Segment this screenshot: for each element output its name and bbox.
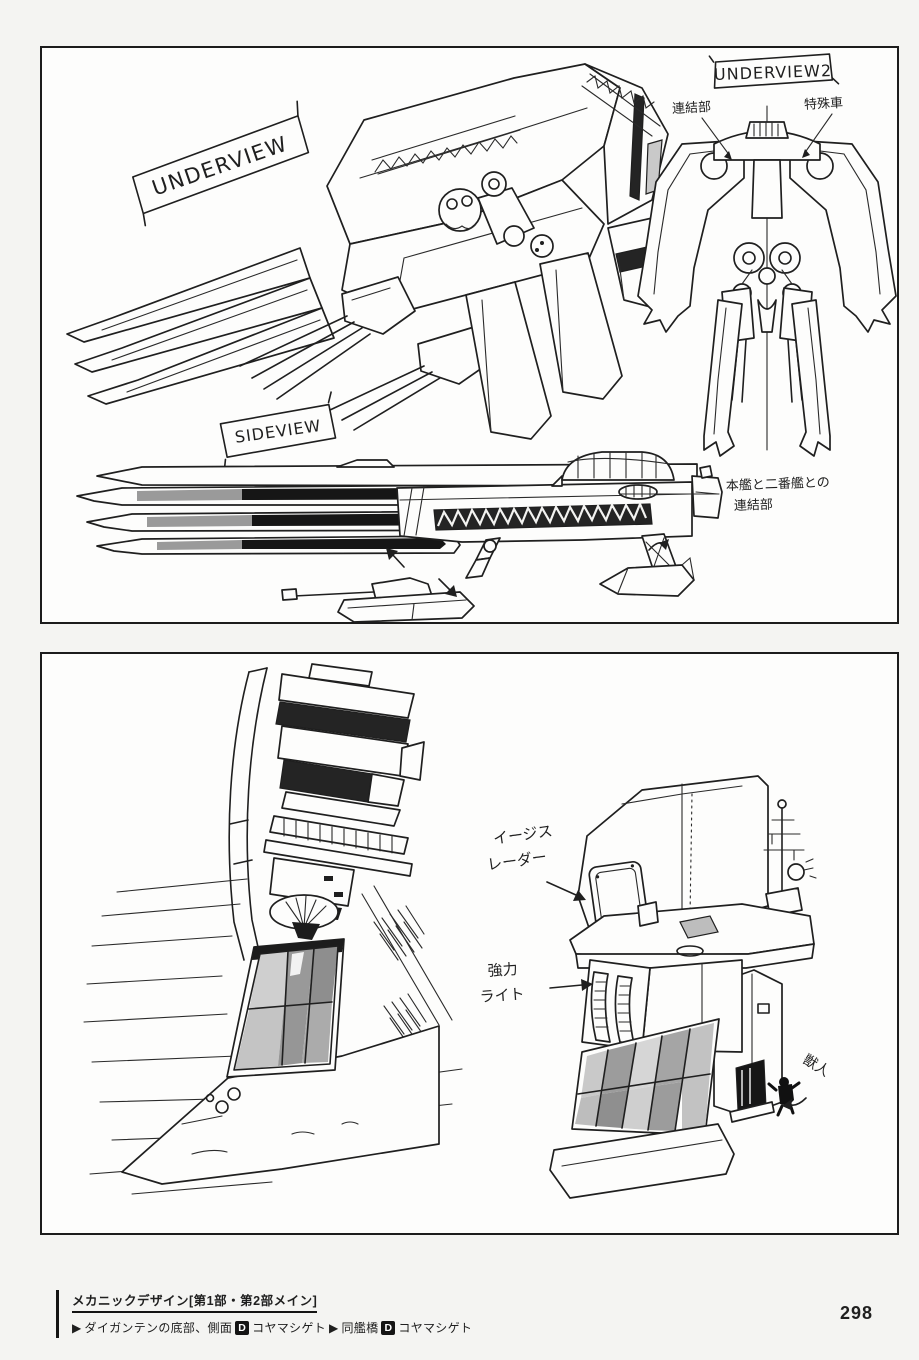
connector-right-annotation: 特殊車	[804, 96, 844, 113]
arrow-icon	[782, 1097, 807, 1110]
underview2-drawing	[637, 105, 897, 457]
credit-designer: コヤマシゲト	[252, 1321, 326, 1335]
connector-left-annotation: 連結部	[672, 100, 712, 117]
arrow-icon	[386, 548, 405, 568]
arrow-icon	[648, 539, 669, 551]
credit-subject: 同艦橋	[341, 1321, 379, 1335]
ship-link-annotation-line2: 連結部	[734, 498, 774, 514]
leader-line	[701, 117, 731, 157]
page-number: 298	[840, 1303, 874, 1323]
credit-marker: ▶	[72, 1320, 82, 1335]
designer-icon: D	[235, 1320, 250, 1335]
underview-drawing	[66, 63, 687, 440]
caption-credits: ▶ ダイガンテンの底部、側面 D コヤマシゲト ▶ 同艦橋 D コヤマシゲト	[72, 1319, 472, 1336]
ship-link-annotation-line1: 本艦と二番艦との	[726, 475, 830, 494]
arrow-icon	[438, 578, 457, 597]
arrow-icon	[546, 881, 586, 901]
panel-top: UNDERVIEW	[40, 46, 899, 624]
credit-marker: ▶	[328, 1320, 339, 1335]
light-annotation-line1: 強力	[487, 960, 518, 980]
caption-title: メカニックデザイン[第1部・第2部メイン]	[72, 1290, 318, 1313]
bridge-closeup-drawing	[83, 663, 463, 1195]
arrow-icon	[724, 151, 732, 160]
panel-bottom: 獣人 イージス レーダー 強力 ライト	[40, 652, 899, 1235]
panel-top-art: UNDERVIEW	[66, 53, 897, 622]
bridge-tower-drawing: 獣人	[549, 775, 832, 1199]
panel-bottom-art: 獣人 イージス レーダー 強力 ライト	[83, 663, 832, 1199]
caption-block: メカニックデザイン[第1部・第2部メイン] ▶ ダイガンテンの底部、側面 D コ…	[72, 1290, 472, 1336]
doodle-annotation: 獣人	[800, 1052, 832, 1080]
underview-label-box: UNDERVIEW	[132, 100, 310, 227]
radar-annotation-line2: レーダー	[486, 848, 548, 874]
credit-designer: コヤマシゲト	[398, 1321, 473, 1335]
radar-annotation-line1: イージス	[492, 822, 554, 848]
arrow-icon	[549, 979, 593, 991]
arrow-icon	[802, 149, 810, 158]
designer-icon: D	[381, 1320, 396, 1335]
underview2-label: UNDERVIEW2	[714, 61, 833, 84]
sideview-drawing	[76, 451, 723, 622]
leader-line	[803, 113, 833, 155]
underview2-label-box: UNDERVIEW2	[708, 53, 840, 89]
caption-rule	[56, 1290, 59, 1338]
light-annotation-line2: ライト	[479, 985, 525, 1006]
sideview-label-box: SIDEVIEW	[219, 391, 337, 469]
credit-subject: ダイガンテンの底部、側面	[84, 1321, 233, 1335]
